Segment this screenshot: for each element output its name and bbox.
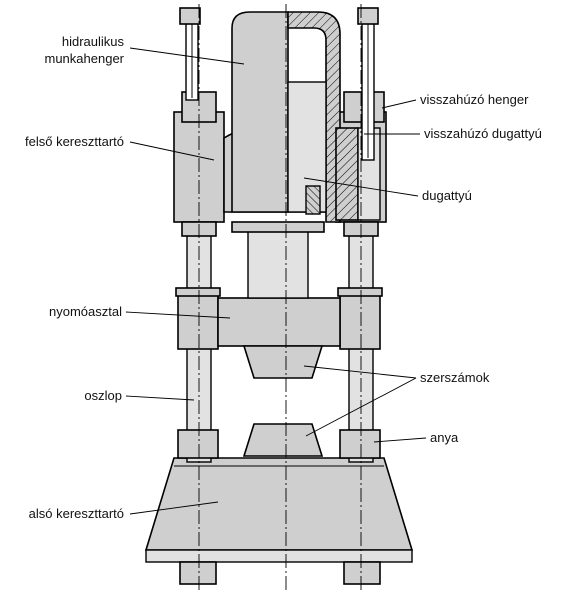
label-tools: szerszámok <box>420 370 490 385</box>
main-cylinder <box>231 11 341 223</box>
labels: hidraulikus munkahenger visszahúzó henge… <box>25 34 542 521</box>
ram <box>231 221 325 299</box>
leader-lines <box>125 47 427 515</box>
label-column: oszlop <box>84 388 122 403</box>
label-press-table: nyomóasztal <box>49 304 122 319</box>
center-lines <box>198 4 362 592</box>
top-nuts <box>179 7 379 25</box>
label-hydraulic-cylinder-line1: hidraulikus <box>62 34 125 49</box>
label-nut: anya <box>430 430 459 445</box>
label-lower-crossbeam: alsó kereszttartó <box>29 506 124 521</box>
label-upper-crossbeam: felső kereszttartó <box>25 134 124 149</box>
label-piston: dugattyú <box>422 188 472 203</box>
upper-nuts-on-base <box>177 429 381 459</box>
label-return-cylinder: visszahúzó henger <box>420 92 529 107</box>
bottom-nuts <box>179 561 381 585</box>
upper-tool <box>242 345 324 379</box>
lower-tool <box>242 423 324 457</box>
label-return-piston: visszahúzó dugattyú <box>424 126 542 141</box>
press-table <box>175 287 383 350</box>
return-cylinder <box>335 91 385 221</box>
return-piston-rods <box>185 19 375 161</box>
label-hydraulic-cylinder-line2: munkahenger <box>45 51 125 66</box>
lower-crossbeam <box>144 457 414 563</box>
